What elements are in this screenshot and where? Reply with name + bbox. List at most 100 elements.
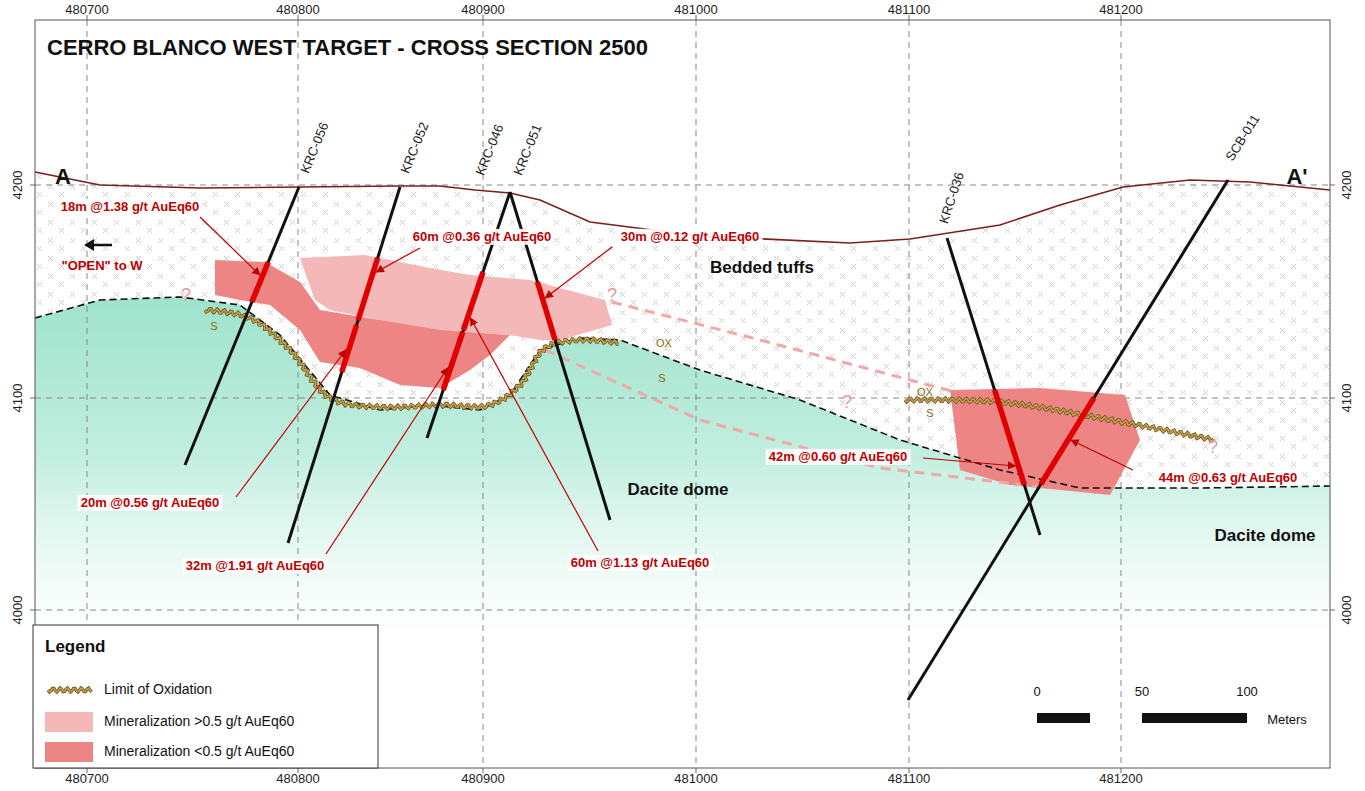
oxidation-limit [205,309,619,410]
easting-label: 480800 [276,772,319,786]
unit-label: Dacite dome [627,481,728,500]
leader-line [236,350,346,497]
legend-text: Mineralization <0.5 g/t AuEq60 [104,744,294,759]
direction-arrow [84,239,94,251]
unit-label: Bedded tuffs [710,259,814,278]
legend-text: Mineralization >0.5 g/t AuEq60 [104,714,294,729]
easting-label: 480800 [276,3,319,17]
oxidation-mark: S [926,407,933,419]
easting-label: 480700 [65,3,108,17]
drill-intercept [995,390,1025,485]
drill-intercept [443,332,463,390]
easting-label: 481100 [888,3,930,17]
drill-intercept [358,258,378,320]
drill-intercept [1041,398,1094,484]
drill-hole [288,187,400,543]
inferred-link [612,302,955,392]
oxidation-limit [905,398,1214,441]
intercept-label: 60m @1.13 g/t AuEq60 [568,555,713,571]
oxidation-mark: S [210,320,217,332]
grid-line [35,398,1330,399]
legend-box [33,625,378,768]
easting-label: 480900 [461,3,504,17]
easting-label: 481200 [1099,3,1142,17]
elevation-label: 4200 [11,171,25,200]
legend-swatch [45,742,93,762]
drill-hole [908,180,1228,700]
legend-heading: Legend [45,638,105,657]
leader-line [545,247,612,298]
scale-number: 100 [1236,685,1258,699]
drill-intercept [463,272,483,330]
tick [30,610,35,611]
scale-unit: Meters [1267,713,1307,727]
unit-label: Dacite dome [1214,527,1315,546]
tick [1330,398,1335,399]
oxidation-mark: OX [656,337,672,349]
easting-label: 480900 [461,772,504,786]
section-end: A [55,165,71,189]
tick [30,185,35,186]
map-title: CERRO BLANCO WEST TARGET - CROSS SECTION… [47,36,648,60]
scale-number: 0 [1033,685,1040,699]
oxidation-mark: S [658,372,665,384]
intercept-label: 18m @1.38 g/t AuEq60 [58,199,203,215]
dacite-dome-unit [35,297,1330,650]
tick [30,398,35,399]
grid-line [1121,20,1122,768]
section-end: A' [1286,165,1307,189]
elevation-label: 4000 [1340,596,1354,625]
grid-line [483,20,484,768]
leader-line [1071,440,1133,470]
uncertainty-mark: ? [842,393,852,413]
drill-hole [947,238,1040,535]
drill-intercept [252,262,268,302]
drill-hole [185,187,299,465]
tick [1330,610,1335,611]
oxidation-mark: OX [917,386,933,398]
drill-intercept [537,282,555,340]
legend-text: Limit of Oxidation [104,682,212,697]
elevation-label: 4100 [11,384,25,413]
easting-label: 481100 [888,772,930,786]
leader-line [376,248,420,272]
elevation-label: 4100 [1340,384,1354,413]
grid-line [909,20,910,768]
intercept-label: 60m @0.36 g/t AuEq60 [410,229,555,245]
leader-line [923,458,1015,466]
uncertainty-mark: ? [1208,438,1218,458]
easting-label: 481000 [674,772,717,786]
easting-label: 481200 [1099,772,1142,786]
tick [1330,185,1335,186]
uncertainty-mark: ? [181,286,191,306]
intercept-label: 32m @1.91 g/t AuEq60 [183,558,328,574]
elevation-label: 4200 [1340,171,1354,200]
legend-swatch [45,712,93,732]
intercept-label: 20m @0.56 g/t AuEq60 [78,495,223,511]
legend-sample-line [48,688,92,692]
leader-line [470,318,598,551]
intercept-label: 30m @0.12 g/t AuEq60 [618,229,763,245]
scale-bar [1037,713,1090,723]
easting-label: 480700 [65,772,108,786]
mineralization-zone [950,388,1140,495]
oxidation-limit [205,309,619,410]
easting-label: 481000 [674,3,717,17]
oxidation-limit [905,398,1214,441]
uncertainty-mark: ? [607,286,617,306]
elevation-label: 4000 [11,596,25,625]
dacite-contact [35,297,1330,488]
scale-bar [1142,713,1247,723]
intercept-label: 42m @0.60 g/t AuEq60 [766,449,911,465]
scale-number: 50 [1135,685,1149,699]
grid-line [35,610,1330,611]
intercept-label: 44m @0.63 g/t AuEq60 [1156,470,1301,486]
leader-line [200,217,260,275]
note: "OPEN" to W [62,259,143,273]
legend-sample-line [48,688,92,692]
inferred-link [545,350,1050,488]
grid-line [696,20,697,768]
leader-line [326,368,448,554]
